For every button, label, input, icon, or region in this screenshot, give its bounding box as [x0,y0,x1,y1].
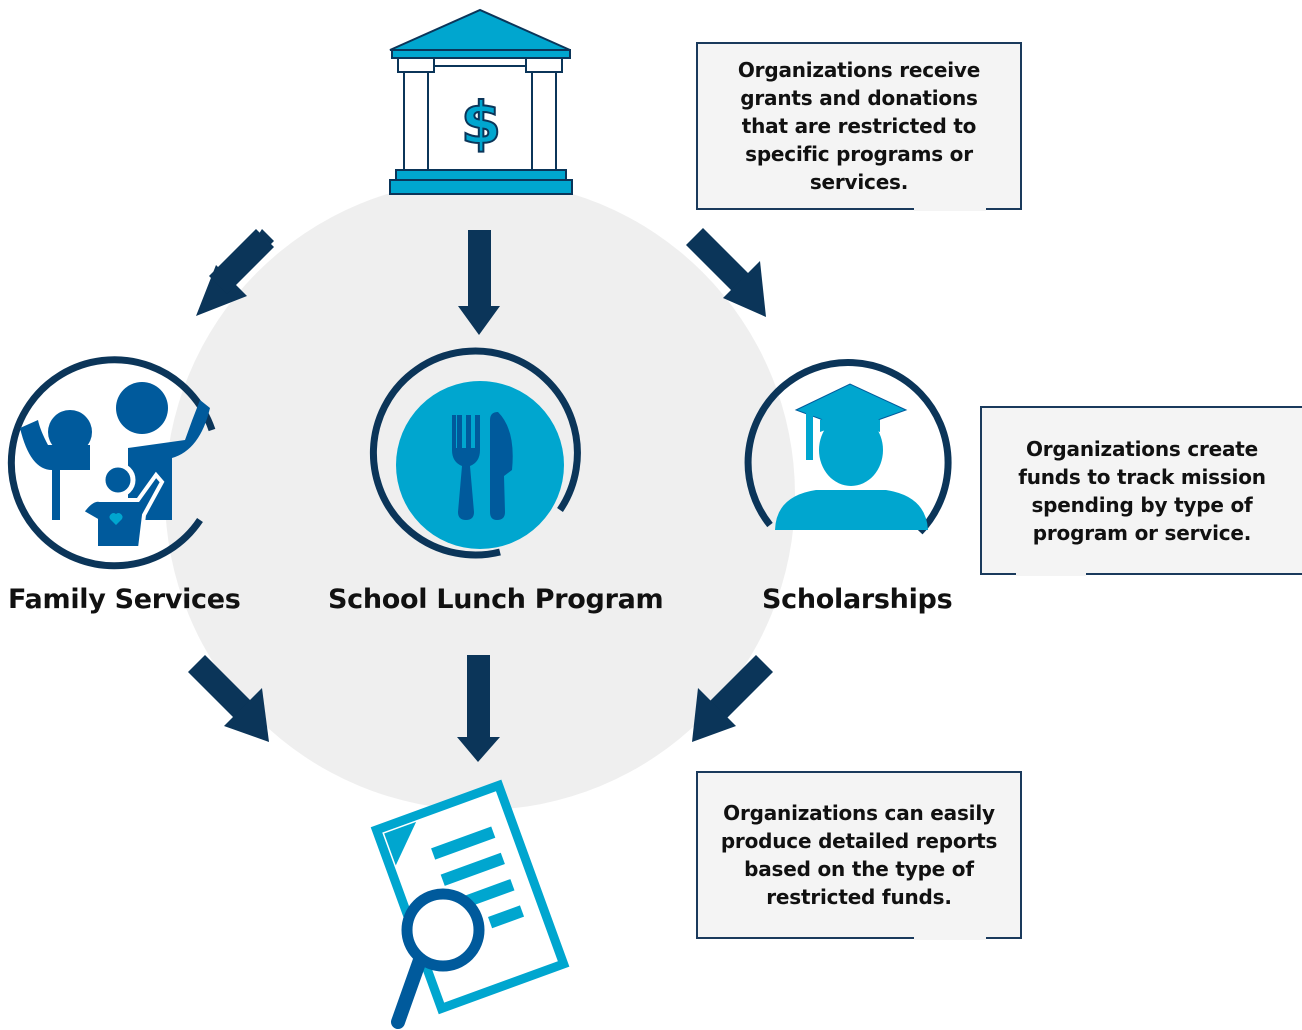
arrow-bottom-left [188,655,269,742]
bottom-arrows [188,655,773,762]
report-magnifier-icon [370,779,570,1029]
scholarships-label: Scholarships [762,584,953,615]
arrow-bottom-center [457,655,500,762]
fork-knife-icon [369,347,581,559]
bank-dollar-icon: $ [389,8,573,195]
note-create: Organizations create funds to track miss… [980,406,1302,576]
note-reports-border-gap [914,936,986,940]
family-icon [7,356,216,570]
note-receive: Organizations receive grants and donatio… [696,42,1022,211]
arrow-bottom-right [692,655,773,742]
top-arrows [196,228,766,335]
family-services-label: Family Services [8,584,241,615]
arrow-top-right [686,228,766,317]
svg-text:$: $ [461,89,501,157]
note-reports: Organizations can easily produce detaile… [696,771,1022,940]
note-receive-border-gap [914,207,986,211]
graduate-icon [744,359,952,535]
school-lunch-label: School Lunch Program [328,584,664,615]
arrow-top-left-shaft [209,229,274,294]
note-receive-text: Organizations receive grants and donatio… [737,58,981,194]
note-reports-text: Organizations can easily produce detaile… [720,801,998,909]
note-create-border-gap [1016,572,1086,576]
note-create-text: Organizations create funds to track miss… [1018,436,1266,545]
arrow-top-center [458,230,500,335]
